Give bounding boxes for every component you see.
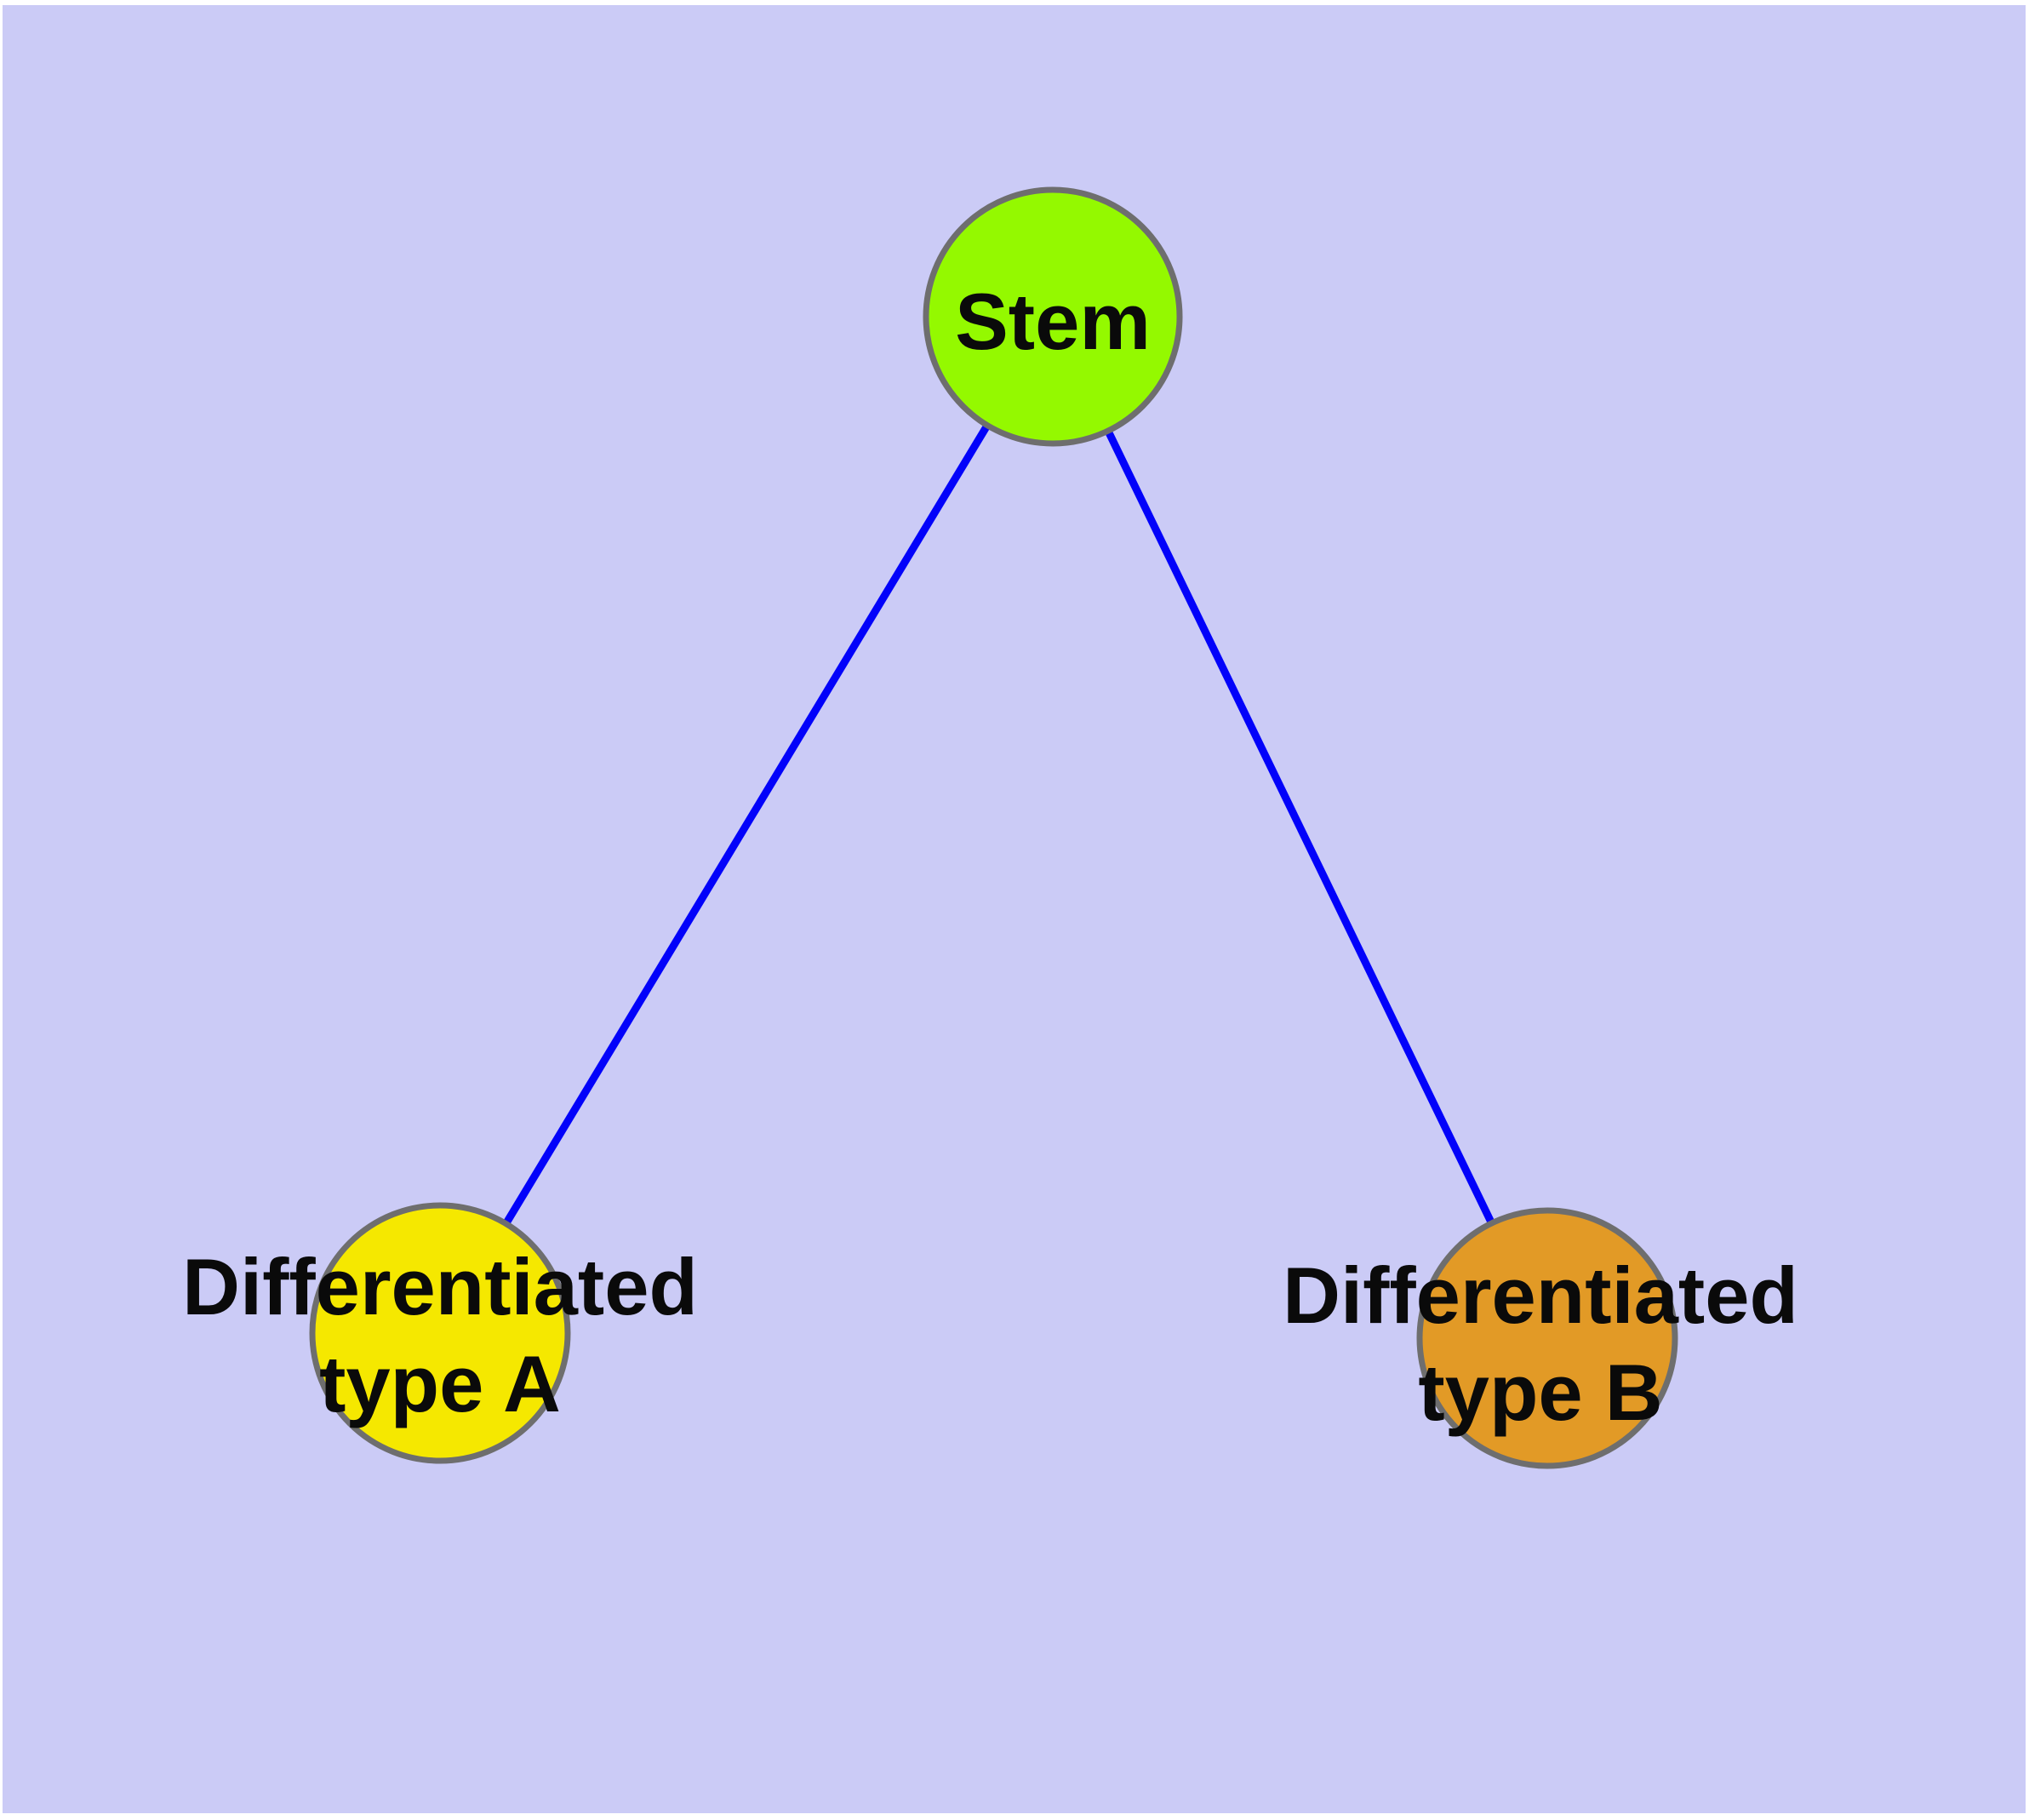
edge-stem-to-differentiated-type-a bbox=[437, 314, 1056, 1336]
edge-stem-to-differentiated-type-b bbox=[1049, 315, 1552, 1340]
node-differentiated-type-b-label-line2: type B bbox=[1418, 1348, 1662, 1437]
node-differentiated-type-a-circle bbox=[309, 1202, 571, 1464]
node-differentiated-type-b-label-line1: Differentiated bbox=[1283, 1251, 1798, 1340]
node-differentiated-type-b: Differentiated type B bbox=[1283, 1207, 1798, 1469]
node-differentiated-type-a: Differentiated type A bbox=[182, 1202, 698, 1464]
node-stem-label: Stem bbox=[955, 277, 1151, 366]
node-differentiated-type-b-circle bbox=[1416, 1207, 1678, 1469]
node-stem: Stem bbox=[923, 186, 1183, 447]
node-differentiated-type-a-label-line2: type A bbox=[319, 1339, 561, 1428]
node-differentiated-type-a-label-line1: Differentiated bbox=[182, 1242, 698, 1331]
node-stem-circle bbox=[923, 186, 1183, 447]
